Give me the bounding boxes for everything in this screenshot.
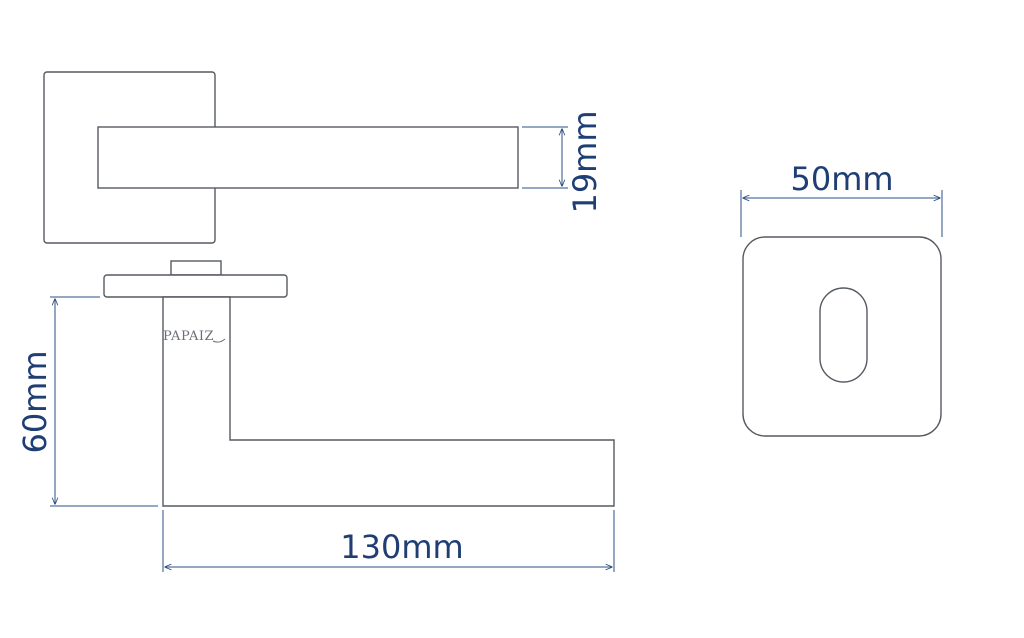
keyhole-slot	[819, 287, 868, 383]
dimension-label-lever-length: 130mm	[340, 528, 463, 566]
escutcheon-view	[742, 236, 942, 437]
dimension-rose-width: 50mm	[740, 160, 943, 237]
side-view-lever-profile	[162, 296, 615, 507]
brand-logo-swash	[212, 338, 226, 343]
side-view: PAPAIZ	[103, 260, 615, 507]
top-view-lever	[97, 126, 519, 189]
dimension-label-lever-thickness: 19mm	[566, 110, 604, 213]
brand-logo: PAPAIZ	[163, 329, 214, 344]
dimension-label-lever-height: 60mm	[16, 350, 54, 453]
dimension-lever-length: 130mm	[162, 510, 615, 572]
side-view-spindle-cap	[170, 260, 222, 276]
top-view	[43, 71, 519, 244]
side-view-rose-plate	[103, 274, 288, 298]
dimension-lever-height: 60mm	[16, 296, 158, 507]
dimension-lever-thickness: 19mm	[522, 110, 604, 214]
dimension-label-rose-width: 50mm	[790, 160, 893, 198]
